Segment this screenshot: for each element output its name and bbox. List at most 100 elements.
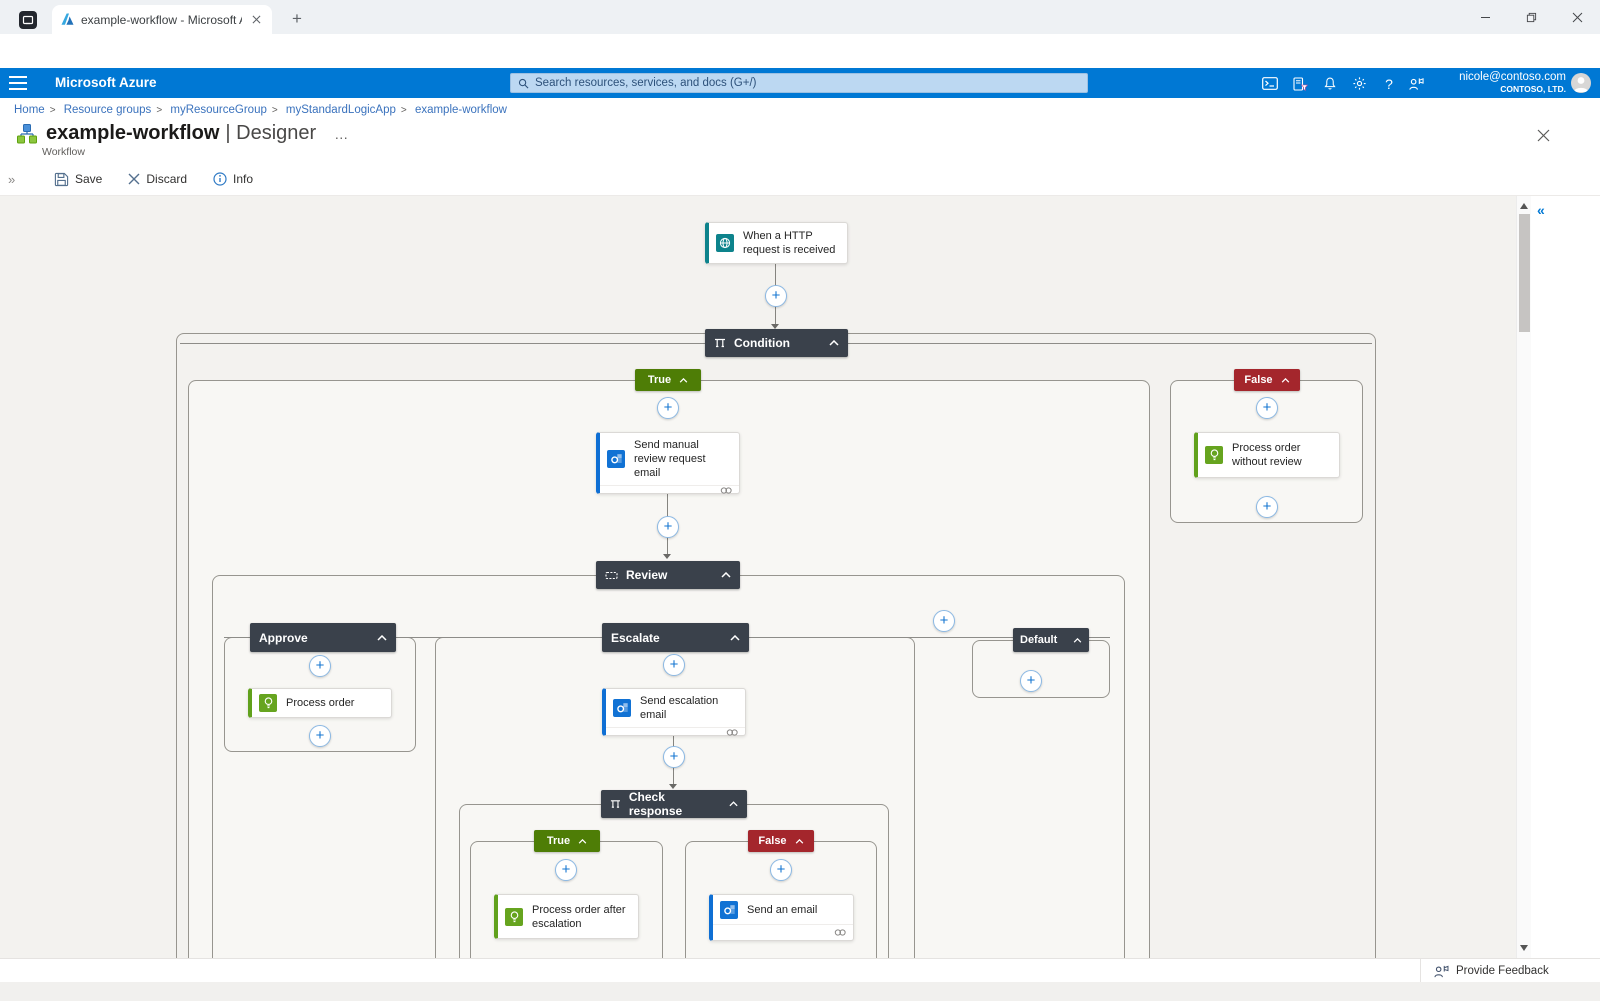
- pinned-tab[interactable]: [8, 5, 48, 34]
- pinned-tab-icon: [19, 10, 37, 29]
- lightbulb-icon: [505, 907, 523, 926]
- settings-gear-icon[interactable]: [1349, 75, 1369, 92]
- action-send-manual-review-email[interactable]: Send manual review request email: [596, 432, 740, 494]
- discard-label: Discard: [146, 172, 188, 186]
- account-info[interactable]: nicole@contoso.com CONTOSO, LTD.: [1459, 71, 1566, 94]
- escalate-case-header[interactable]: Escalate: [602, 623, 749, 652]
- action-label: Send escalation email: [640, 695, 719, 721]
- command-bar: Save Discard Info: [0, 166, 1600, 192]
- add-action-button[interactable]: [555, 859, 577, 881]
- false-label: False: [758, 835, 787, 847]
- scroll-down-icon[interactable]: [1520, 945, 1528, 951]
- breadcrumb-home[interactable]: Home: [14, 104, 45, 116]
- vertical-scrollbar[interactable]: [1516, 196, 1531, 958]
- feedback-icon[interactable]: [1406, 75, 1426, 92]
- action-process-order-after-escalation[interactable]: Process order after escalation: [494, 894, 639, 939]
- default-case-header[interactable]: Default: [1013, 628, 1089, 652]
- page-title: example-workflow: [46, 122, 220, 144]
- add-action-button[interactable]: [309, 725, 331, 747]
- add-action-button[interactable]: [770, 859, 792, 881]
- designer-canvas[interactable]: When a HTTP request is received Conditio…: [0, 196, 1516, 958]
- check-response-label: Check response: [628, 790, 683, 818]
- discard-button[interactable]: Discard: [128, 172, 187, 186]
- breadcrumb-resource-groups[interactable]: Resource groups: [63, 104, 152, 116]
- check-false-badge[interactable]: False: [748, 830, 814, 852]
- action-send-an-email[interactable]: Send an email: [709, 894, 854, 941]
- window-minimize-button[interactable]: [1462, 0, 1508, 34]
- chevron-up-icon: [795, 838, 803, 844]
- azure-brand[interactable]: Microsoft Azure: [55, 75, 157, 90]
- outlook-icon: [613, 699, 631, 717]
- check-response-node[interactable]: Check response: [601, 790, 747, 818]
- expand-panel-icon[interactable]: [8, 172, 28, 187]
- azure-header: Microsoft Azure ? nicole@contoso.com CON…: [0, 68, 1600, 98]
- collapse-panel-icon[interactable]: [1537, 202, 1543, 218]
- action-label: Send an email: [747, 903, 818, 916]
- trigger-node-http-request[interactable]: When a HTTP request is received: [705, 222, 848, 264]
- global-search[interactable]: [510, 73, 1088, 93]
- outlook-icon: [720, 900, 738, 919]
- chevron-up-icon[interactable]: [721, 572, 731, 578]
- breadcrumb-workflow[interactable]: example-workflow: [414, 104, 507, 116]
- chevron-up-icon[interactable]: [729, 801, 738, 807]
- bottom-strip: [0, 982, 1600, 1001]
- add-action-button[interactable]: [1256, 397, 1278, 419]
- page-subtitle: Workflow: [42, 146, 85, 158]
- directory-filter-icon[interactable]: [1290, 75, 1310, 92]
- add-action-button[interactable]: [765, 285, 787, 307]
- search-input[interactable]: [535, 77, 1080, 89]
- add-action-button[interactable]: [657, 397, 679, 419]
- scroll-up-icon[interactable]: [1520, 203, 1528, 209]
- action-label: Send manual review request email: [634, 439, 706, 479]
- scrollbar-thumb[interactable]: [1519, 214, 1530, 332]
- breadcrumb-resource-group[interactable]: myResourceGroup: [170, 104, 267, 116]
- chevron-up-icon[interactable]: [829, 340, 839, 346]
- title-overflow-icon[interactable]: …: [334, 125, 350, 142]
- condition-node[interactable]: Condition: [705, 329, 848, 357]
- arrowhead: [663, 554, 671, 559]
- action-process-order[interactable]: Process order: [248, 688, 392, 718]
- help-icon[interactable]: ?: [1385, 75, 1393, 92]
- save-icon: [54, 172, 69, 186]
- notifications-bell-icon[interactable]: [1320, 75, 1340, 92]
- page-title-suffix: | Designer: [225, 122, 317, 144]
- chevron-up-icon[interactable]: [1073, 637, 1082, 643]
- new-tab-button[interactable]: [286, 8, 308, 30]
- window-restore-button[interactable]: [1508, 0, 1554, 34]
- check-true-badge[interactable]: True: [534, 830, 600, 852]
- true-branch-badge[interactable]: True: [635, 369, 701, 391]
- true-label: True: [546, 835, 571, 847]
- add-action-button[interactable]: [1256, 496, 1278, 518]
- false-branch-badge[interactable]: False: [1234, 369, 1300, 391]
- info-button[interactable]: Info: [213, 172, 253, 186]
- cloud-shell-icon[interactable]: [1260, 75, 1280, 92]
- add-action-button[interactable]: [663, 654, 685, 676]
- condition-icon: [715, 338, 725, 348]
- active-tab[interactable]: example-workflow - Microsoft A: [52, 5, 272, 34]
- escalate-label: Escalate: [611, 630, 660, 645]
- action-process-order-without-review[interactable]: Process order without review: [1194, 432, 1340, 478]
- add-case-button[interactable]: [933, 610, 955, 632]
- chevron-up-icon[interactable]: [730, 634, 740, 641]
- add-action-button[interactable]: [657, 516, 679, 538]
- avatar[interactable]: [1571, 73, 1591, 93]
- http-request-icon: [716, 234, 734, 252]
- tab-close-icon[interactable]: [248, 12, 264, 28]
- footer-bar: Provide Feedback: [0, 958, 1600, 983]
- save-button[interactable]: Save: [54, 172, 102, 187]
- chevron-up-icon[interactable]: [377, 634, 387, 641]
- hamburger-menu-icon[interactable]: [9, 76, 27, 90]
- add-action-button[interactable]: [1020, 670, 1042, 692]
- action-label: Process order without review: [1232, 442, 1302, 468]
- action-send-escalation-email[interactable]: Send escalation email: [602, 688, 746, 736]
- approve-case-header[interactable]: Approve: [250, 623, 396, 652]
- review-switch-node[interactable]: Review: [596, 561, 740, 589]
- add-action-button[interactable]: [663, 746, 685, 768]
- true-label: True: [647, 374, 672, 386]
- window-close-button[interactable]: [1554, 0, 1600, 34]
- provide-feedback-button[interactable]: Provide Feedback: [1420, 959, 1600, 983]
- breadcrumb-logic-app[interactable]: myStandardLogicApp: [285, 104, 396, 116]
- blade-close-icon[interactable]: [1533, 125, 1553, 145]
- add-action-button[interactable]: [309, 655, 331, 677]
- breadcrumb-separator: [396, 104, 412, 116]
